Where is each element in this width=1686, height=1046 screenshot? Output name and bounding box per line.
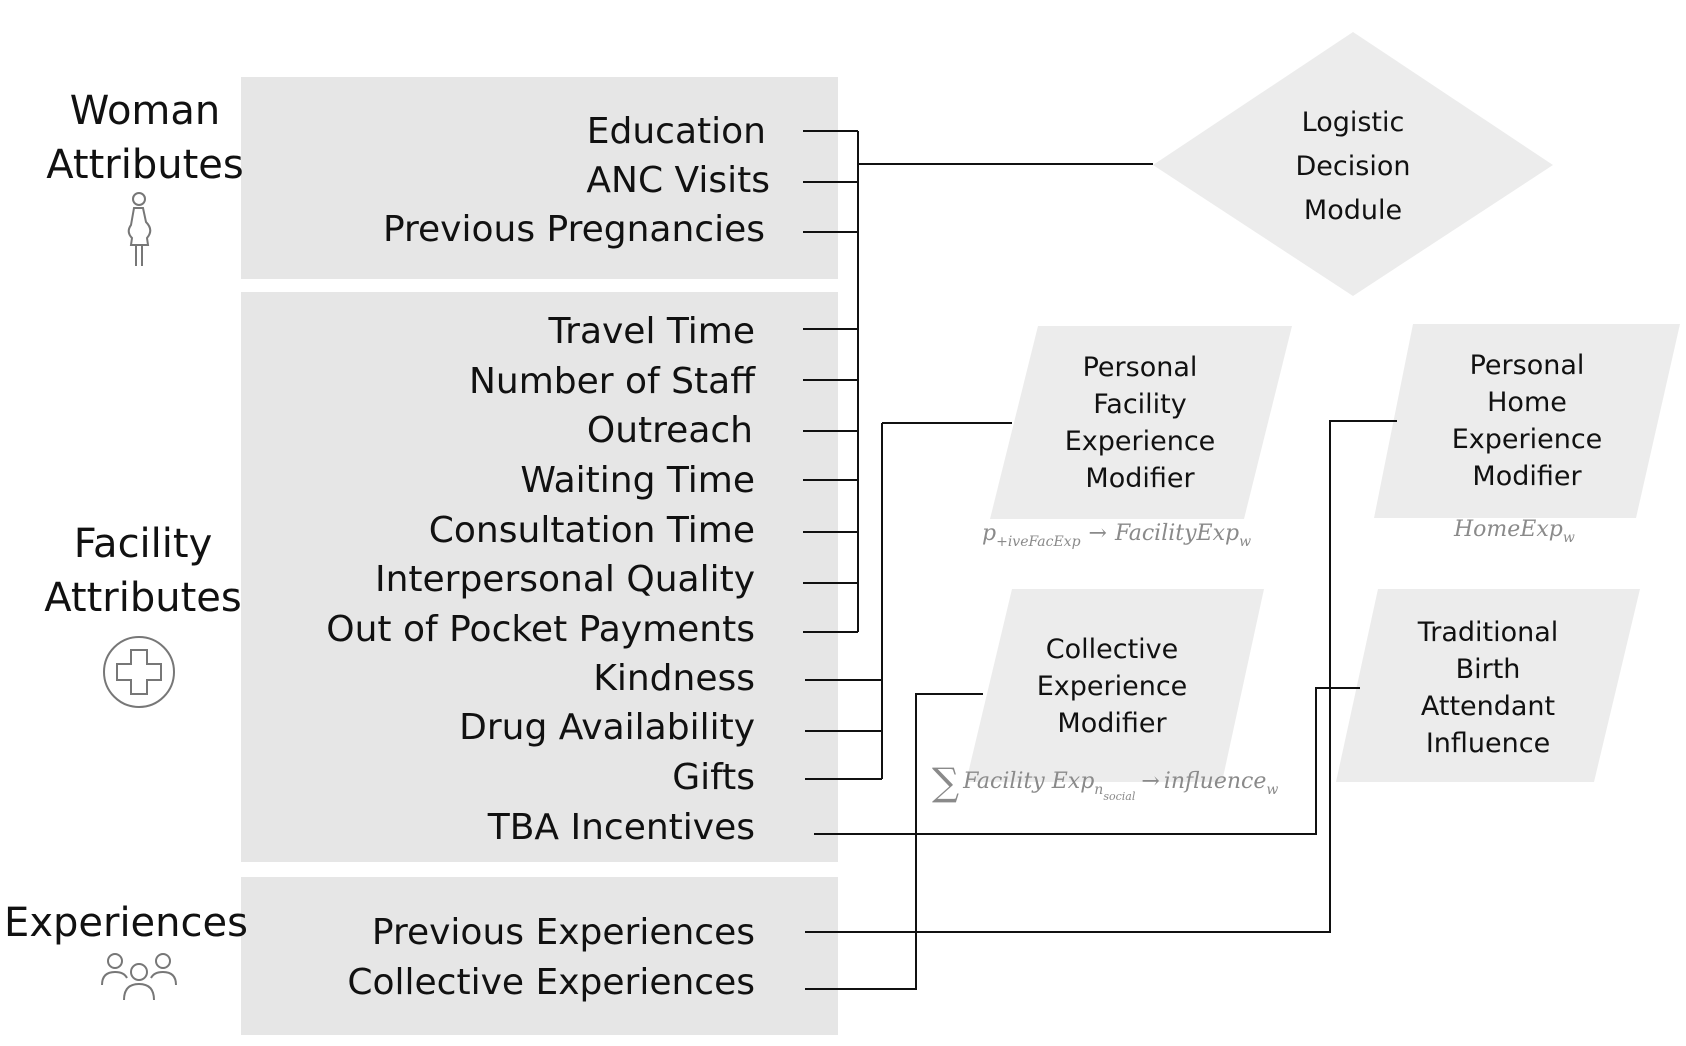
collective-modifier-formula: ∑Facility Expnsocial→influencew [932,760,1278,804]
pf-modifier-line-2: Facility [1093,389,1187,420]
tba-influence-line-1: Traditional [1417,617,1559,648]
item-travel-time: Travel Time [547,311,755,352]
decision-module-line-2: Decision [1296,151,1411,182]
item-waiting-time: Waiting Time [520,460,755,501]
tba-influence-line-4: Influence [1426,728,1550,759]
tba-influence-line-2: Birth [1456,654,1521,685]
pf-modifier-line-3: Experience [1065,426,1216,457]
facility-title-line-2: Attributes [44,575,241,621]
pregnant-woman-icon [127,192,152,266]
pf-modifier-line-4: Modifier [1085,463,1195,494]
decision-module-line-3: Module [1304,195,1402,226]
collective-experiences-connector [805,693,983,990]
decision-module-line-1: Logistic [1302,107,1405,138]
personal-facility-connector [805,422,1012,780]
previous-experiences-connector [805,420,1397,933]
ph-modifier-line-1: Personal [1470,350,1585,381]
item-gifts: Gifts [672,757,755,798]
pf-modifier-line-1: Personal [1083,352,1198,383]
personal-facility-modifier-shape [990,326,1292,519]
item-previous-pregnancies: Previous Pregnancies [383,209,765,250]
woman-title-line-1: Woman [70,88,221,134]
item-out-of-pocket-payments: Out of Pocket Payments [326,609,755,650]
woman-attributes-title: Woman Attributes [46,88,243,188]
tba-influence-shape [1336,589,1640,782]
item-outreach: Outreach [587,410,753,451]
item-number-of-staff: Number of Staff [469,361,756,402]
experiences-panel [241,877,838,1035]
facility-title-line-1: Facility [74,521,213,567]
collective-modifier-line-1: Collective [1046,634,1179,665]
item-drug-availability: Drug Availability [459,707,755,748]
woman-title-line-2: Attributes [46,142,243,188]
facility-attributes-title: Facility Attributes [44,521,241,621]
personal-home-modifier-shape [1374,324,1680,518]
item-anc-visits: ANC Visits [586,160,770,201]
logistic-decision-module-shape [1153,32,1553,296]
experiences-title: Experiences [4,900,248,946]
collective-modifier-shape [966,589,1264,782]
item-collective-experiences: Collective Experiences [347,962,755,1003]
tba-incentives-connector [814,687,1360,835]
item-consultation-time: Consultation Time [429,510,755,551]
item-tba-incentives: TBA Incentives [487,807,755,848]
collective-modifier-line-2: Experience [1037,671,1188,702]
people-group-icon [101,953,177,1001]
direct-attributes-connector [803,130,1153,633]
woman-attributes-panel [241,77,838,279]
tba-influence-line-3: Attendant [1421,691,1555,722]
collective-modifier-line-3: Modifier [1057,708,1167,739]
item-interpersonal-quality: Interpersonal Quality [375,559,755,600]
pf-modifier-formula: p+iveFacExp→FacilityExpw [982,521,1251,550]
item-education: Education [587,111,766,152]
ph-modifier-line-4: Modifier [1472,461,1582,492]
facility-attributes-panel [241,292,838,862]
item-kindness: Kindness [593,658,755,699]
item-previous-experiences: Previous Experiences [372,912,755,953]
medical-cross-icon [103,636,175,708]
ph-modifier-line-2: Home [1487,387,1567,418]
ph-modifier-line-3: Experience [1452,424,1603,455]
ph-modifier-formula: HomeExpw [1453,517,1575,546]
